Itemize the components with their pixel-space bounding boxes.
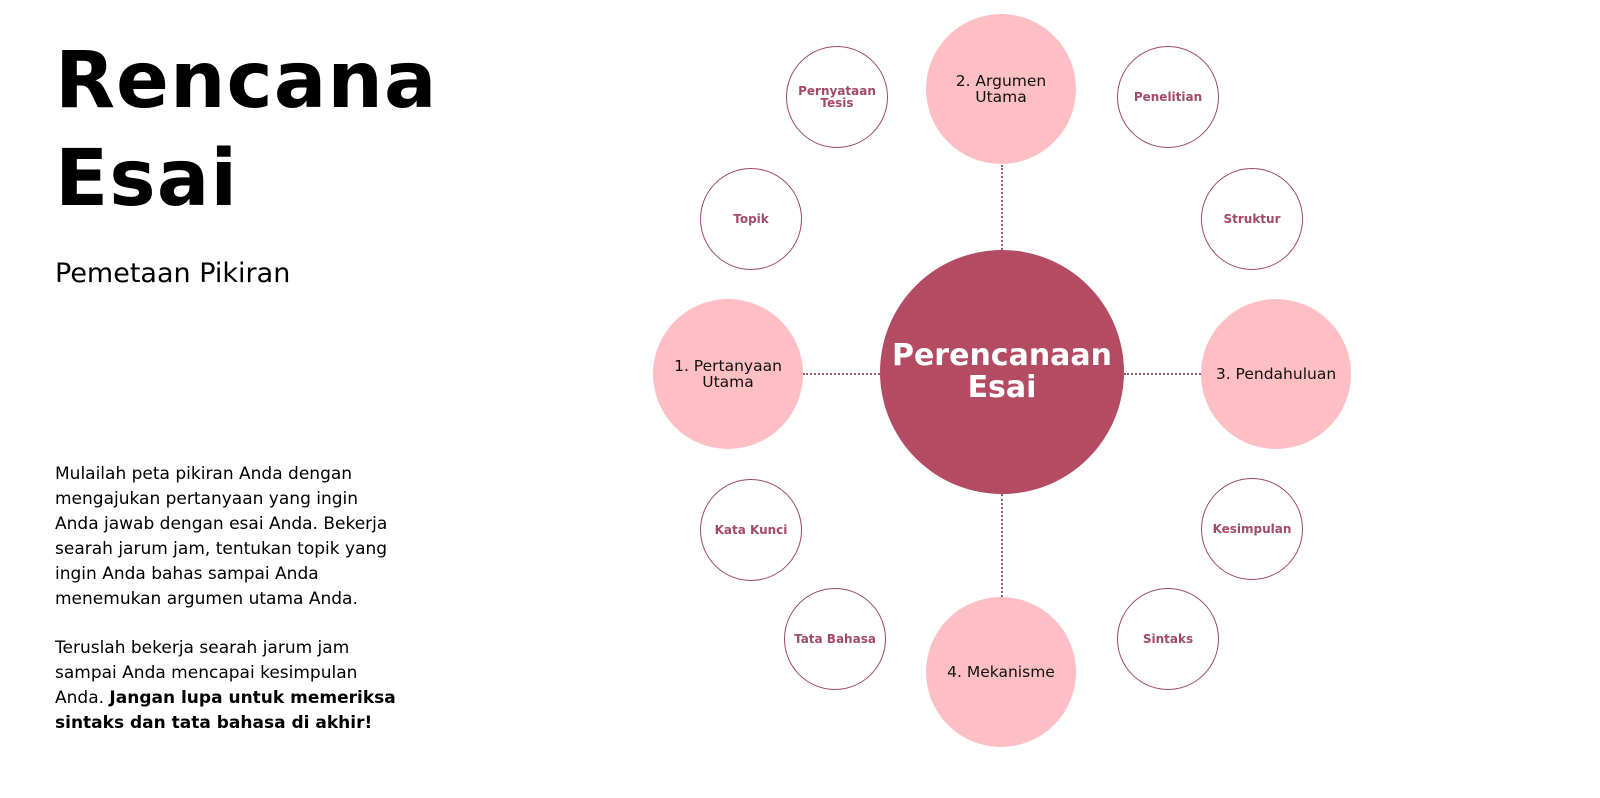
instructions-paragraph-1: Mulailah peta pikiran Anda dengan mengaj…: [55, 464, 388, 609]
connector-top: [1001, 165, 1003, 250]
page-title: Rencana Esai: [55, 32, 438, 228]
connector-bottom: [1001, 494, 1003, 597]
sub-node-struktur-label: Struktur: [1223, 212, 1281, 226]
main-node-left-label: 1. Pertanyaan Utama: [674, 357, 782, 391]
title-line-2: Esai: [55, 134, 239, 224]
sub-node-struktur: Struktur: [1201, 168, 1303, 270]
instructions-paragraph-2-regular: Teruslah bekerja searah jarum jam sampai…: [55, 638, 358, 708]
instructions-text: Mulailah peta pikiran Anda dengan mengaj…: [55, 462, 405, 760]
sub-node-tata-bahasa-label: Tata Bahasa: [794, 632, 876, 646]
main-node-top-label: 2. Argumen Utama: [955, 72, 1047, 106]
sub-node-penelitian-label: Penelitian: [1133, 90, 1203, 104]
sub-node-pernyataan-tesis-label: Pernyataan Tesis: [798, 84, 876, 110]
sub-node-topik: Topik: [700, 168, 802, 270]
main-node-bottom-label: 4. Mekanisme: [947, 663, 1055, 681]
sub-node-kata-kunci: Kata Kunci: [700, 479, 802, 581]
page-subtitle: Pemetaan Pikiran: [55, 258, 291, 289]
sub-node-kata-kunci-label: Kata Kunci: [714, 523, 788, 537]
main-node-top: 2. Argumen Utama: [926, 14, 1076, 164]
instructions-paragraph-2: Teruslah bekerja searah jarum jam sampai…: [55, 636, 405, 736]
sub-node-sintaks: Sintaks: [1117, 588, 1219, 690]
sub-node-kesimpulan: Kesimpulan: [1201, 478, 1303, 580]
sub-node-kesimpulan-label: Kesimpulan: [1212, 522, 1292, 536]
center-node-label: Perencanaan Esai: [891, 338, 1113, 405]
sub-node-pernyataan-tesis: Pernyataan Tesis: [786, 46, 888, 148]
main-node-right-label: 3. Pendahuluan: [1215, 365, 1337, 383]
main-node-right: 3. Pendahuluan: [1201, 299, 1351, 449]
sub-node-sintaks-label: Sintaks: [1142, 632, 1194, 646]
sub-node-penelitian: Penelitian: [1117, 46, 1219, 148]
connector-right: [1124, 373, 1201, 375]
sub-node-topik-label: Topik: [733, 212, 769, 226]
center-node: Perencanaan Esai: [880, 250, 1124, 494]
main-node-bottom: 4. Mekanisme: [926, 597, 1076, 747]
instructions-paragraph-2-bold: Jangan lupa untuk memeriksa sintaks dan …: [55, 688, 396, 733]
title-line-1: Rencana: [55, 36, 438, 126]
main-node-left: 1. Pertanyaan Utama: [653, 299, 803, 449]
connector-left: [803, 373, 880, 375]
sub-node-tata-bahasa: Tata Bahasa: [784, 588, 886, 690]
